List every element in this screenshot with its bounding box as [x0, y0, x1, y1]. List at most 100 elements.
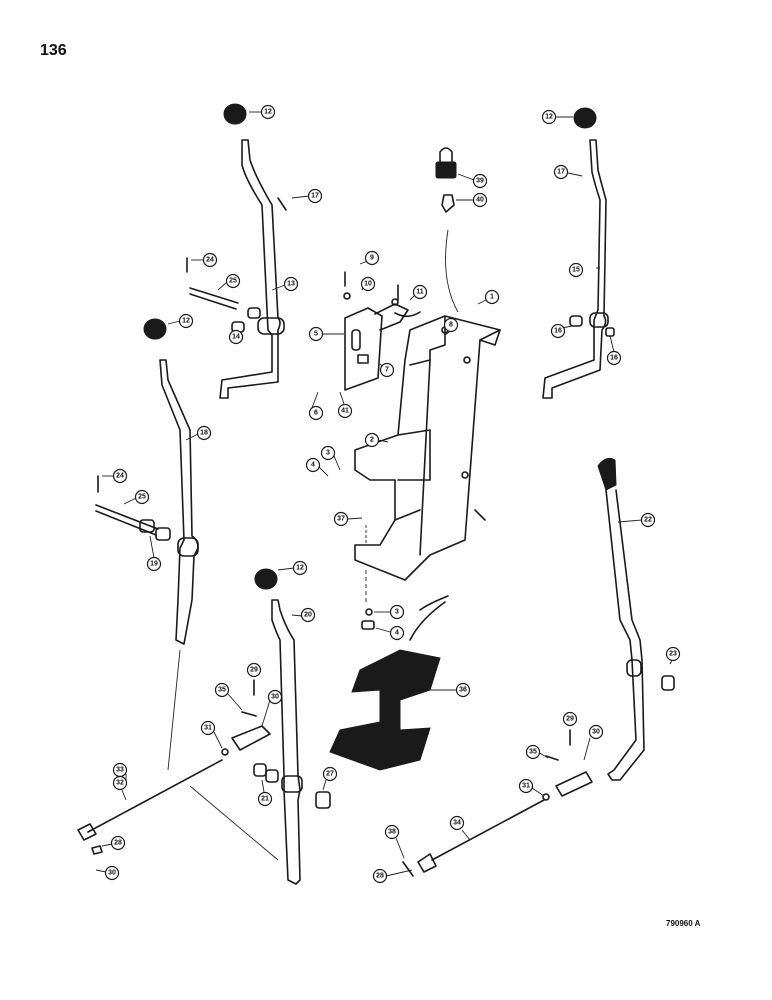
callout-30-c: 30	[583, 724, 604, 761]
knob-12-c	[573, 107, 597, 129]
lever-20	[253, 568, 331, 885]
callout-34: 34	[449, 815, 471, 841]
callout-33: 33	[112, 762, 128, 780]
svg-text:30: 30	[108, 870, 116, 877]
knob-12-b	[143, 318, 167, 340]
svg-text:4: 4	[395, 630, 399, 637]
svg-text:7: 7	[385, 367, 389, 374]
svg-text:30: 30	[592, 729, 600, 736]
callout-4-b: 4	[375, 625, 405, 641]
rod-34	[402, 729, 593, 877]
svg-text:12: 12	[182, 318, 190, 325]
lever-15	[542, 107, 615, 399]
callout-28: 28	[101, 835, 126, 851]
svg-text:4: 4	[311, 462, 315, 469]
callout-9: 9	[359, 250, 380, 266]
callout-12: 12	[249, 104, 276, 120]
callout-39: 39	[457, 173, 488, 189]
callout-31: 31	[200, 720, 223, 749]
svg-text:5: 5	[314, 331, 318, 338]
callout-8: 8	[443, 317, 459, 336]
callout-2: 2	[364, 432, 389, 448]
callout-24-b: 24	[102, 468, 128, 484]
callout-20: 20	[291, 607, 316, 623]
callout-7: 7	[379, 362, 395, 378]
callout-12-c: 12	[541, 109, 573, 125]
svg-text:31: 31	[522, 783, 530, 790]
callout-36: 36	[430, 682, 471, 698]
svg-text:28: 28	[376, 873, 384, 880]
callout-28-b: 28	[372, 868, 413, 884]
svg-text:17: 17	[557, 169, 565, 176]
svg-text:20: 20	[304, 612, 312, 619]
svg-text:35: 35	[529, 749, 537, 756]
callout-30-b: 30	[95, 865, 120, 881]
svg-text:3: 3	[395, 609, 399, 616]
lever-13	[186, 103, 287, 399]
svg-text:16: 16	[554, 328, 562, 335]
lever-18	[95, 318, 199, 645]
svg-text:24: 24	[206, 257, 214, 264]
svg-text:30: 30	[271, 694, 279, 701]
callout-25-b: 25	[123, 489, 150, 505]
svg-text:27: 27	[326, 771, 334, 778]
svg-text:28: 28	[114, 840, 122, 847]
callout-12-b: 12	[167, 313, 194, 329]
svg-text:29: 29	[250, 667, 258, 674]
callout-21: 21	[257, 779, 273, 807]
svg-text:39: 39	[476, 178, 484, 185]
callout-1: 1	[477, 289, 500, 305]
callouts: 12 17 24 25 13 14 12 18 24 25 19 9 10 11…	[95, 104, 681, 884]
callout-35-b: 35	[525, 744, 549, 760]
svg-text:32: 32	[116, 780, 124, 787]
callout-29: 29	[246, 662, 262, 678]
svg-text:12: 12	[545, 114, 553, 121]
svg-text:24: 24	[116, 473, 124, 480]
svg-text:25: 25	[229, 278, 237, 285]
svg-text:12: 12	[296, 565, 304, 572]
console-bracket-1	[354, 315, 501, 581]
callout-3-b: 3	[374, 604, 405, 620]
svg-text:22: 22	[644, 517, 652, 524]
svg-text:35: 35	[218, 687, 226, 694]
callout-27: 27	[322, 766, 338, 791]
callout-23: 23	[665, 646, 681, 665]
lever-22	[597, 458, 675, 781]
callout-17-b: 17	[553, 164, 583, 180]
rod-33	[77, 679, 271, 855]
svg-text:41: 41	[341, 408, 349, 415]
svg-text:23: 23	[669, 651, 677, 658]
callout-11: 11	[409, 284, 428, 301]
svg-text:15: 15	[572, 267, 580, 274]
callout-37: 37	[333, 511, 363, 527]
callout-16-b: 16	[606, 335, 622, 366]
svg-text:8: 8	[449, 322, 453, 329]
callout-25: 25	[217, 273, 241, 291]
figure-code: 790960 A	[666, 919, 701, 928]
svg-text:11: 11	[416, 289, 424, 296]
svg-text:37: 37	[337, 516, 345, 523]
callout-10: 10	[360, 276, 376, 292]
padlock-39	[435, 147, 459, 313]
svg-text:21: 21	[261, 796, 269, 803]
callout-19: 19	[146, 535, 162, 572]
page-number: 136	[40, 42, 67, 59]
callout-6: 6	[308, 391, 324, 421]
callout-13: 13	[271, 276, 299, 292]
callout-35: 35	[214, 682, 243, 711]
callout-38: 38	[384, 824, 405, 859]
svg-text:10: 10	[364, 281, 372, 288]
callout-4: 4	[305, 457, 329, 477]
callout-17: 17	[291, 188, 323, 204]
latch-plate-5	[343, 271, 421, 391]
callout-16: 16	[550, 323, 573, 339]
svg-text:18: 18	[200, 430, 208, 437]
callout-24: 24	[191, 252, 218, 268]
svg-text:12: 12	[264, 109, 272, 116]
svg-text:2: 2	[370, 437, 374, 444]
svg-text:17: 17	[311, 193, 319, 200]
callout-12-d: 12	[277, 560, 308, 576]
svg-text:40: 40	[476, 197, 484, 204]
callout-40: 40	[456, 192, 488, 208]
floor-mat-36	[329, 595, 449, 771]
